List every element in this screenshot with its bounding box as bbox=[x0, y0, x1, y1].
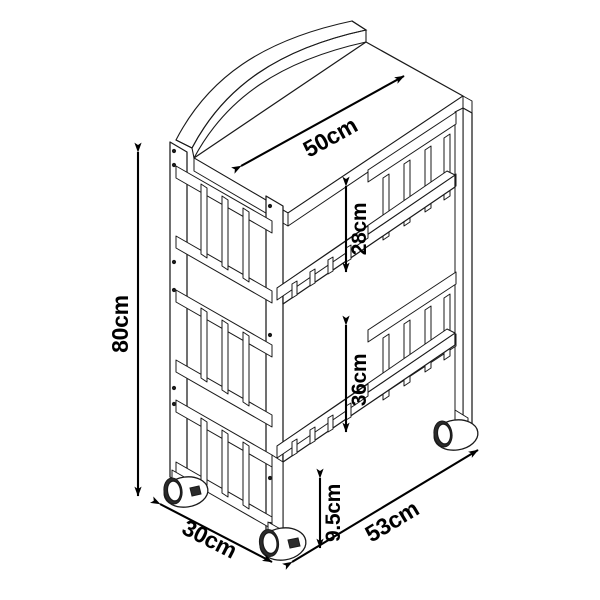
top-shelf-dimension-line bbox=[231, 75, 405, 174]
lower-gap-dimension-label: 36cm bbox=[348, 354, 371, 407]
rear-right-post bbox=[462, 107, 473, 426]
dimension-lower-gap-36cm: 36cm bbox=[342, 315, 371, 433]
rear-right-post-face bbox=[454, 107, 464, 425]
width-dimension-line bbox=[282, 449, 479, 570]
rear-left-post bbox=[169, 141, 188, 488]
height-dimension-label: 80cm bbox=[107, 295, 133, 353]
back-rail-lower bbox=[367, 271, 457, 343]
dimension-upper-gap-28cm: 28cm bbox=[342, 176, 371, 273]
left-panel-slats-upper bbox=[200, 183, 250, 283]
right-rear-caster bbox=[433, 409, 479, 451]
depth-dimension-line bbox=[149, 496, 273, 563]
left-panel-rail-upper-bottom bbox=[175, 235, 273, 304]
left-panel-rail-mid-bottom bbox=[175, 359, 273, 428]
back-rail-end-b bbox=[175, 139, 193, 149]
depth-dimension-label: 30cm bbox=[178, 514, 241, 563]
left-panel-slats-mid bbox=[200, 307, 250, 407]
upper-gap-dimension-label: 28cm bbox=[348, 203, 371, 256]
left-panel-slats-low bbox=[200, 417, 250, 510]
back-rail-end-a bbox=[351, 20, 367, 31]
dimension-height-80cm: 80cm bbox=[107, 142, 142, 497]
